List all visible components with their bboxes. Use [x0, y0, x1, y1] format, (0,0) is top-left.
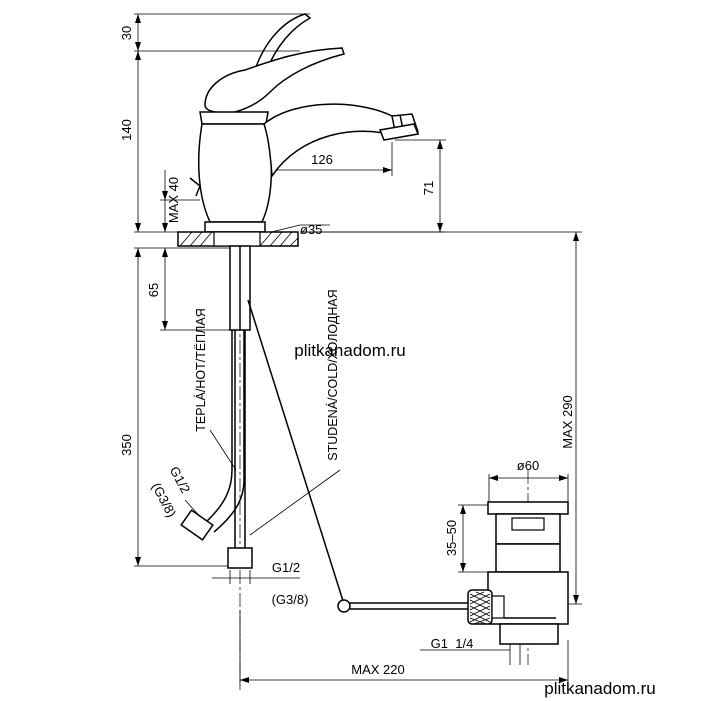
label-waste-thread: G1 1/4 [431, 636, 474, 651]
label-hot-thread-alt: (G3/8) [149, 480, 180, 520]
dim-max-40: MAX 40 [166, 177, 181, 223]
label-cold-thread: G1/2 [272, 560, 300, 575]
dim-lever-30: 30 [119, 26, 134, 40]
watermark-top: plitkanadom.ru [294, 341, 406, 360]
dim-max-220: MAX 220 [351, 662, 404, 677]
label-warm-hose: TEPLÁ/HOT/TЁПЛАЯ [193, 308, 208, 431]
countertop-section [177, 231, 299, 247]
popup-rod [247, 299, 470, 613]
dim-reach-126: 126 [311, 152, 333, 167]
supply-hoses [180, 245, 253, 569]
dim-hose-350: 350 [119, 434, 134, 456]
dim-spout-71: 71 [421, 181, 436, 195]
label-cold-thread-alt: (G3/8) [272, 592, 309, 607]
dim-diameter-35: ø35 [300, 222, 322, 237]
watermark-bottom: plitkanadom.ru [544, 679, 656, 698]
dim-max-290: MAX 290 [560, 395, 575, 448]
popup-waste [467, 501, 569, 645]
dim-diameter-60: ø60 [517, 458, 539, 473]
dim-height-140: 140 [119, 119, 134, 141]
faucet-body [189, 13, 420, 233]
label-hot-thread: G1/2 [167, 464, 193, 496]
dim-range-35-50: 35–50 [444, 520, 459, 556]
dim-hose-65: 65 [146, 283, 161, 297]
label-cold-hose: STUDENÁ/COLD/ХОЛОДНАЯ [325, 289, 340, 460]
